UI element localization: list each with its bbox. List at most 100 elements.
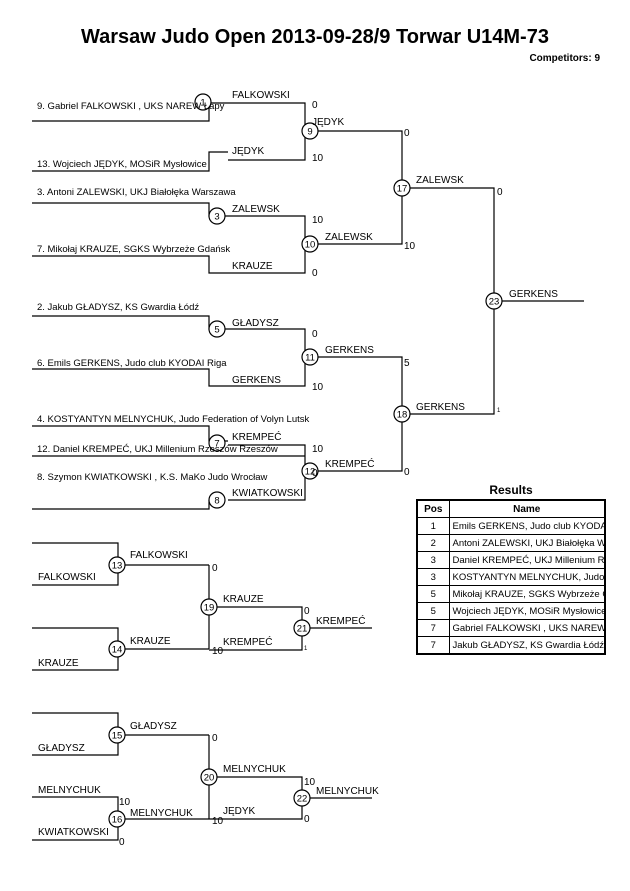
repa-lower-name: KREMPEĆ <box>223 635 272 648</box>
m19-winner: KRAUZE <box>223 594 264 605</box>
match-circle-ring <box>108 810 126 828</box>
match-number: 11 <box>305 353 315 364</box>
m21-score-bottom: 1 <box>304 646 308 652</box>
match-circle-ring <box>393 405 411 423</box>
m11-winner: GERKENS <box>325 345 374 356</box>
match-circle-ring <box>200 768 218 786</box>
match-labels: FALKOWSKI JĘDYK ZALEWSK KRAUZE GŁADYSZ G… <box>38 90 558 848</box>
results-col-pos: Pos <box>416 499 450 518</box>
result-pos: 5 <box>416 585 450 603</box>
m10-winner: ZALEWSK <box>325 232 373 243</box>
match-circle-ring <box>393 179 411 197</box>
m20-score-top: 0 <box>212 733 218 744</box>
match-number: 1 <box>200 98 205 109</box>
m22-score-top: 10 <box>304 777 316 788</box>
match-circle-ring <box>208 434 226 452</box>
m16-score-top: 10 <box>119 797 131 808</box>
m11-score-top: 0 <box>312 329 318 340</box>
result-pos: 2 <box>416 534 450 552</box>
match-circle: 3 <box>208 207 226 225</box>
match-number: 9 <box>307 127 312 138</box>
match-circle: 17 <box>393 179 411 197</box>
m18-winner: GERKENS <box>416 402 465 413</box>
m13-top-name: FALKOWSKI <box>130 550 188 561</box>
m3-top-name: ZALEWSK <box>232 204 280 215</box>
entry-2: 13. Wojciech JĘDYK, MOSiR Mysłowice <box>37 159 207 170</box>
match-circle-ring <box>200 598 218 616</box>
match-circle: 12 <box>301 462 319 480</box>
m5-top-name: GŁADYSZ <box>232 318 279 329</box>
result-name: Mikołaj KRAUZE, SGKS Wybrzeże Gdańsk <box>448 585 606 603</box>
m12-score-bottom: 0 <box>312 468 318 479</box>
match-circle-ring <box>108 556 126 574</box>
result-name: KOSTYANTYN MELNYCHUK, Judo Federation of… <box>448 568 606 586</box>
match-number: 5 <box>214 325 219 336</box>
m19-score-top: 0 <box>212 563 218 574</box>
result-name: Jakub GŁADYSZ, KS Gwardia Łódź <box>448 636 606 655</box>
match-circle: 14 <box>108 640 126 658</box>
result-pos: 3 <box>416 568 450 586</box>
final-score-top: 0 <box>497 187 503 198</box>
entry-3: 3. Antoni ZALEWSKI, UKJ Białołęka Warsza… <box>37 187 236 198</box>
match-circle: 22 <box>293 789 311 807</box>
match-number: 10 <box>305 240 316 251</box>
match-circle-ring <box>108 726 126 744</box>
match-number: 13 <box>112 561 123 572</box>
results-col-name: Name <box>448 499 606 518</box>
match-circle-ring <box>301 462 319 480</box>
competitors-count: Competitors: 9 <box>529 53 600 64</box>
match-circle-ring <box>208 320 226 338</box>
match-circle: 18 <box>393 405 411 423</box>
entry-9: 8. Szymon KWIATKOWSKI , K.S. MaKo Judo W… <box>37 472 267 483</box>
entry-6: 6. Emils GERKENS, Judo club KYODAI Riga <box>37 358 227 369</box>
m13-left-name: FALKOWSKI <box>38 572 96 583</box>
m16-top-name: MELNYCHUK <box>38 785 101 796</box>
match-circle-ring <box>301 348 319 366</box>
match-circle-ring <box>301 122 319 140</box>
match-number: 7 <box>214 439 219 450</box>
m21-winner: KREMPEĆ <box>316 614 365 627</box>
m9-winner: JĘDYK <box>312 117 345 128</box>
match-number: 22 <box>297 794 308 805</box>
m22-score-bottom: 0 <box>304 814 310 825</box>
final-winner: GERKENS <box>509 289 558 300</box>
result-pos: 5 <box>416 602 450 620</box>
m8-bottom-name: KWIATKOWSKI <box>232 488 303 499</box>
m10-score-top: 10 <box>312 215 324 226</box>
match-circle: 10 <box>301 235 319 253</box>
match-number: 21 <box>297 624 308 635</box>
m1-top-name: FALKOWSKI <box>232 90 290 101</box>
match-number: 3 <box>214 212 219 223</box>
m12-winner: KREMPEĆ <box>325 457 374 470</box>
match-circle: 8 <box>208 491 226 509</box>
m11-score-bottom: 10 <box>312 382 324 393</box>
match-circle-ring <box>108 640 126 658</box>
match-circle: 1 <box>194 93 212 111</box>
m22-winner: MELNYCHUK <box>316 786 379 797</box>
match-circle-ring <box>485 292 503 310</box>
match-number: 23 <box>489 297 500 308</box>
match-circle: 11 <box>301 348 319 366</box>
match-circle: 7 <box>208 434 226 452</box>
entry-4: 7. Mikołaj KRAUZE, SGKS Wybrzeże Gdańsk <box>37 244 230 255</box>
m18-score-top: 5 <box>404 358 410 369</box>
match-circle: 23 <box>485 292 503 310</box>
m9-score-bottom: 10 <box>312 153 324 164</box>
match-number: 20 <box>204 773 215 784</box>
result-name: Emils GERKENS, Judo club KYODAI Riga <box>448 517 606 535</box>
match-circle: 13 <box>108 556 126 574</box>
m9-score-top: 0 <box>312 100 318 111</box>
match-circle-ring <box>293 619 311 637</box>
match-circle: 20 <box>200 768 218 786</box>
m18-score-bottom: 0 <box>404 467 410 478</box>
m16-score-bottom: 0 <box>119 837 125 848</box>
match-number: 14 <box>112 645 123 656</box>
